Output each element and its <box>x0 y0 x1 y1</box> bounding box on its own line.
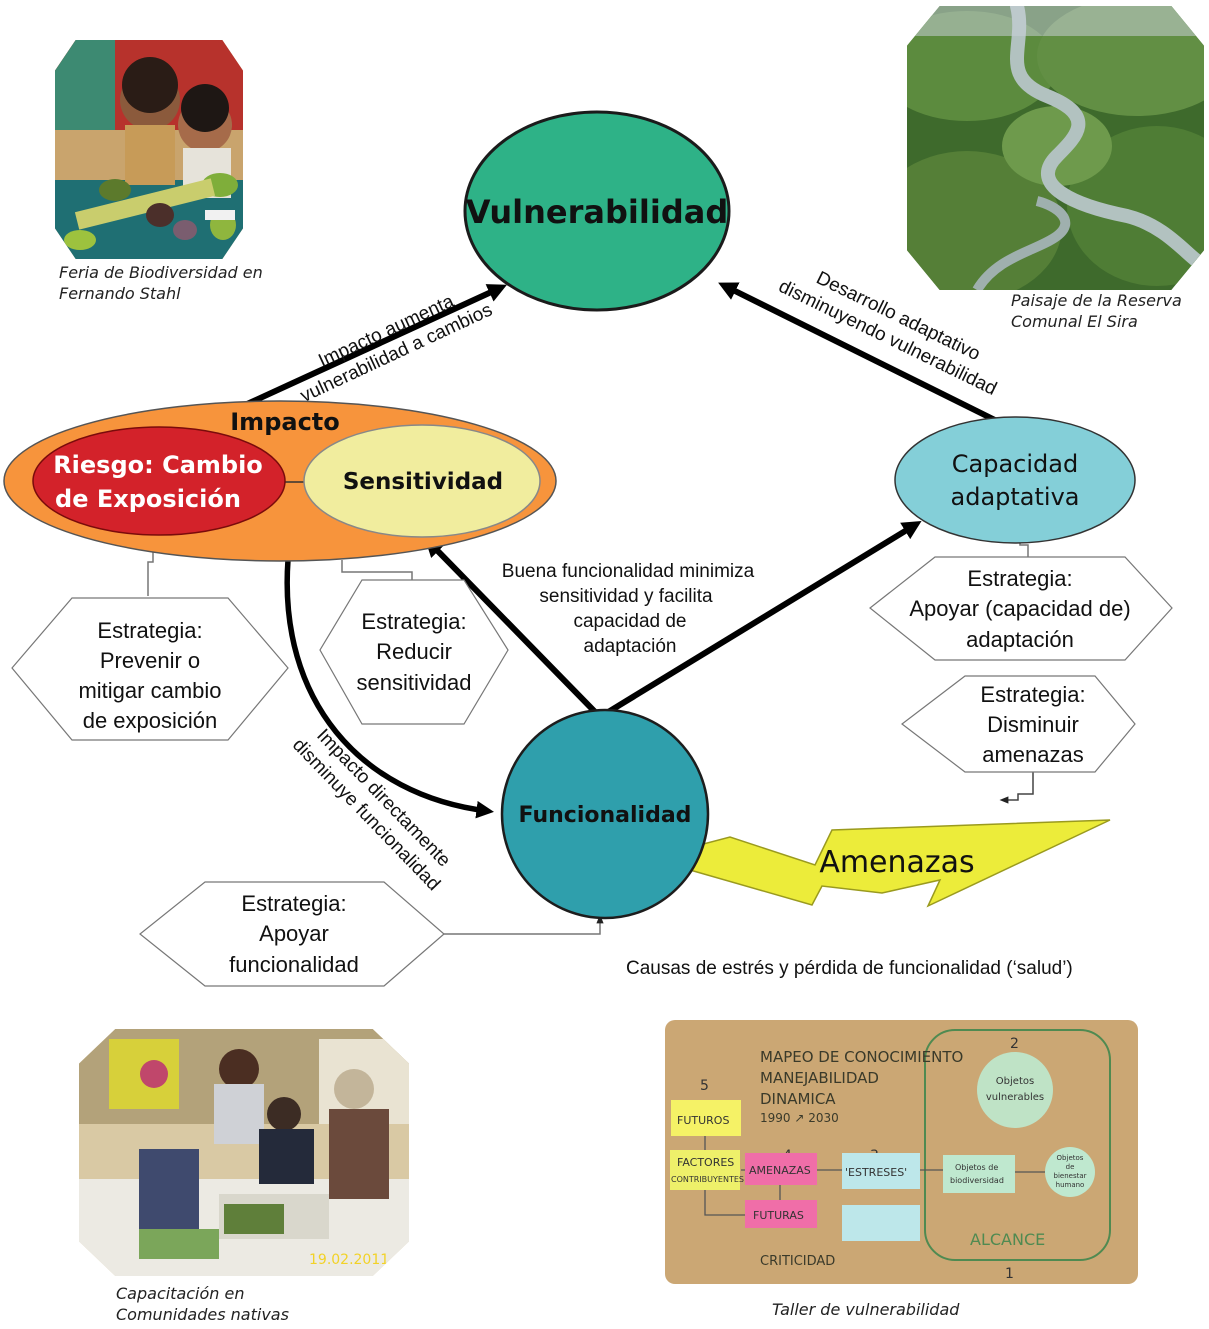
svg-text:humano: humano <box>1056 1181 1085 1189</box>
svg-text:Estrategia:: Estrategia: <box>361 609 466 634</box>
svg-text:'ESTRESES': 'ESTRESES' <box>845 1166 907 1179</box>
svg-text:MANEJABILIDAD: MANEJABILIDAD <box>760 1069 879 1087</box>
photo-capacitacion: 19.02.2011 <box>79 1029 409 1276</box>
arrow-capacidad-to-vulnerabilidad <box>718 282 1017 433</box>
svg-text:bienestar: bienestar <box>1054 1172 1087 1180</box>
svg-text:Objetos de: Objetos de <box>955 1163 998 1172</box>
svg-text:Objetos: Objetos <box>996 1076 1034 1087</box>
svg-text:FUTUROS: FUTUROS <box>677 1114 729 1127</box>
capacidad-label-line1: Capacidad <box>952 450 1078 478</box>
riesgo-node <box>32 426 286 536</box>
svg-text:FACTORES: FACTORES <box>677 1156 734 1169</box>
sensitividad-label: Sensitividad <box>343 469 503 495</box>
photo-feria <box>55 40 243 259</box>
impacto-label: Impacto <box>230 408 340 436</box>
svg-text:sensitividad y facilita: sensitividad y facilita <box>539 586 713 607</box>
svg-text:ALCANCE: ALCANCE <box>970 1230 1045 1249</box>
capacidad-node <box>894 416 1136 544</box>
photo-paisaje <box>907 6 1204 290</box>
svg-text:de: de <box>1066 1163 1075 1171</box>
svg-text:de exposición: de exposición <box>83 708 218 733</box>
caption-capacitacion: Capacitación en Comunidades nativas <box>116 1284 289 1324</box>
caption-feria: Feria de Biodiversidad en Fernando Stahl <box>59 263 263 303</box>
svg-text:1990 ↗ 2030: 1990 ↗ 2030 <box>760 1111 839 1125</box>
svg-text:biodiversidad: biodiversidad <box>950 1176 1004 1185</box>
svg-text:vulnerables: vulnerables <box>986 1092 1044 1103</box>
funcionalidad-label: Funcionalidad <box>519 803 692 828</box>
amenazas-label: Amenazas <box>819 845 974 880</box>
svg-text:funcionalidad: funcionalidad <box>229 952 359 977</box>
svg-text:Estrategia:: Estrategia: <box>97 618 202 643</box>
arrow-funcionalidad-to-sensitividad <box>424 537 603 720</box>
svg-text:2: 2 <box>1010 1036 1019 1052</box>
svg-text:CONTRIBUYENTES: CONTRIBUYENTES <box>671 1175 744 1184</box>
svg-text:capacidad de: capacidad de <box>573 611 686 632</box>
riesgo-label-line2: de Exposición <box>55 485 241 513</box>
connector-apoyar-funcionalidad <box>444 914 604 935</box>
arrow-impacto-to-vulnerabilidad <box>243 284 507 408</box>
riesgo-label-line1: Riesgo: Cambio <box>53 451 263 479</box>
footer-note: Causas de estrés y pérdida de funcionali… <box>626 958 1073 979</box>
svg-text:MAPEO DE CONOCIMIENTO: MAPEO DE CONOCIMIENTO <box>760 1048 963 1066</box>
svg-text:adaptación: adaptación <box>584 636 677 657</box>
label-impacto-directamente: Impacto directamente disminuye funcional… <box>288 725 454 895</box>
connector-reducir <box>341 560 413 580</box>
svg-text:Estrategia:: Estrategia: <box>980 682 1085 707</box>
label-buena-funcionalidad: Buena funcionalidad minimiza sensitivida… <box>502 561 755 657</box>
vulnerabilidad-label: Vulnerabilidad <box>466 193 728 231</box>
capacidad-label-line2: adaptativa <box>951 483 1080 511</box>
svg-text:Apoyar (capacidad de): Apoyar (capacidad de) <box>909 596 1130 621</box>
connector-disminuir <box>999 772 1034 804</box>
photo-taller: Objetos vulnerables MAPEO DE CONOCIMIENT… <box>665 1020 1138 1284</box>
sensitividad-node <box>303 424 541 538</box>
svg-text:FUTURAS: FUTURAS <box>753 1209 804 1222</box>
photo-date-stamp: 19.02.2011 <box>309 1252 389 1268</box>
strategy-apoyar-capacidad: Estrategia: Apoyar (capacidad de) adapta… <box>869 556 1173 661</box>
svg-text:AMENAZAS: AMENAZAS <box>749 1164 811 1177</box>
svg-text:Objetos: Objetos <box>1057 1154 1084 1162</box>
svg-text:5: 5 <box>700 1078 709 1094</box>
strategy-prevenir: Estrategia: Prevenir o mitigar cambio de… <box>11 597 289 741</box>
svg-text:CRITICIDAD: CRITICIDAD <box>760 1254 835 1269</box>
strategy-apoyar-funcionalidad: Estrategia: Apoyar funcionalidad <box>139 881 445 987</box>
svg-text:1: 1 <box>1005 1266 1014 1282</box>
arrow-impacto-to-funcionalidad <box>284 559 494 819</box>
svg-text:DINAMICA: DINAMICA <box>760 1090 836 1108</box>
svg-text:Reducir: Reducir <box>376 639 452 664</box>
svg-text:Buena funcionalidad minimiza: Buena funcionalidad minimiza <box>502 561 755 582</box>
svg-text:Apoyar: Apoyar <box>259 921 329 946</box>
svg-text:mitigar cambio: mitigar cambio <box>78 678 221 703</box>
label-impacto-aumenta: Impacto aumenta vulnerabilidad a cambios <box>297 291 495 407</box>
vulnerabilidad-node <box>463 110 731 312</box>
svg-text:amenazas: amenazas <box>982 742 1084 767</box>
svg-text:Estrategia:: Estrategia: <box>967 566 1072 591</box>
svg-text:adaptación: adaptación <box>966 627 1074 652</box>
strategy-disminuir: Estrategia: Disminuir amenazas <box>901 675 1136 773</box>
arrow-funcionalidad-to-capacidad <box>598 521 922 720</box>
caption-taller: Taller de vulnerabilidad <box>772 1300 960 1319</box>
svg-text:Disminuir: Disminuir <box>987 712 1079 737</box>
funcionalidad-node <box>500 708 710 920</box>
strategy-reducir: Estrategia: Reducir sensitividad <box>319 579 509 725</box>
svg-text:Estrategia:: Estrategia: <box>241 891 346 916</box>
svg-text:Prevenir o: Prevenir o <box>100 648 200 673</box>
svg-text:sensitividad: sensitividad <box>357 670 472 695</box>
caption-paisaje: Paisaje de la Reserva Comunal El Sira <box>1011 291 1182 331</box>
